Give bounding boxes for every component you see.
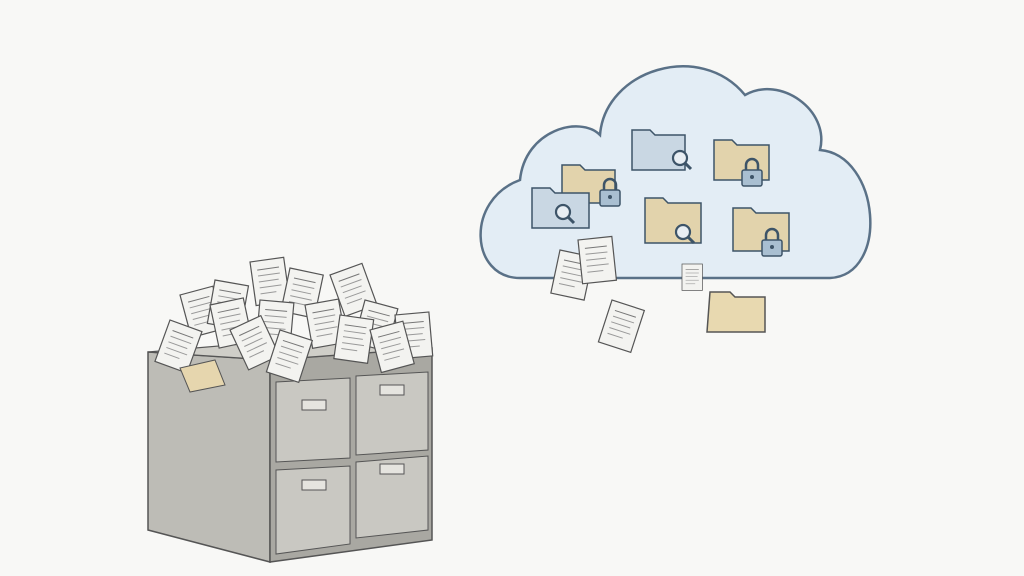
drawer[interactable] (275, 377, 351, 463)
folder-lock[interactable] (713, 139, 770, 188)
cloud (479, 65, 872, 280)
folder-search[interactable] (531, 187, 590, 229)
folder-search[interactable] (631, 129, 693, 171)
folder (706, 291, 766, 333)
folder-tab (179, 359, 226, 393)
drawer[interactable] (355, 455, 429, 539)
paper-pile (154, 256, 434, 393)
drawer[interactable] (275, 465, 351, 555)
folder-search[interactable] (644, 197, 702, 245)
drawer[interactable] (355, 371, 429, 456)
document (577, 235, 618, 285)
document (681, 263, 703, 291)
document (597, 299, 645, 353)
falling-items (550, 235, 766, 353)
filing-cabinet (147, 339, 433, 563)
folder-lock[interactable] (732, 207, 790, 258)
